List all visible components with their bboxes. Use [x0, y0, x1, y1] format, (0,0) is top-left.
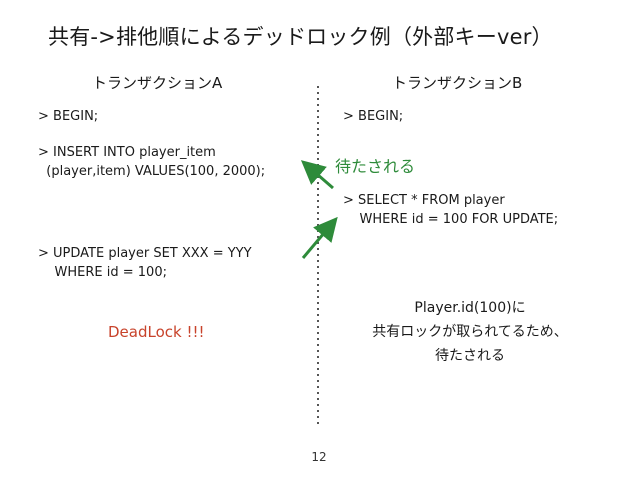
transaction-b-select-line2: WHERE id = 100 FOR UPDATE;: [343, 212, 559, 227]
arrow-b-to-a: [300, 160, 334, 190]
transaction-b-begin: > BEGIN;: [343, 109, 404, 124]
transaction-a-insert-line2: (player,item) VALUES(100, 2000);: [38, 164, 266, 179]
page-number: 12: [311, 450, 327, 464]
lock-note-line2: 共有ロックが取られてるため、: [372, 324, 568, 340]
transaction-a-insert-line1: > INSERT INTO player_item: [38, 145, 216, 160]
arrow-a-to-b: [301, 216, 338, 259]
transaction-a-heading: トランザクションA: [92, 74, 223, 92]
transaction-a-update-line2: WHERE id = 100;: [38, 265, 167, 280]
wait-label: 待たされる: [335, 157, 416, 176]
lock-note-line1: Player.id(100)に: [414, 300, 526, 316]
transaction-a-update-line1: > UPDATE player SET XXX = YYY: [38, 246, 252, 261]
transaction-b-select-line1: > SELECT * FROM player: [343, 193, 505, 208]
lock-note-line3: 待たされる: [435, 348, 505, 364]
slide-title: 共有->排他順によるデッドロック例（外部キーver）: [48, 25, 553, 49]
deadlock-label: DeadLock !!!: [108, 323, 205, 341]
transaction-a-begin: > BEGIN;: [38, 109, 99, 124]
transaction-b-heading: トランザクションB: [392, 74, 523, 92]
